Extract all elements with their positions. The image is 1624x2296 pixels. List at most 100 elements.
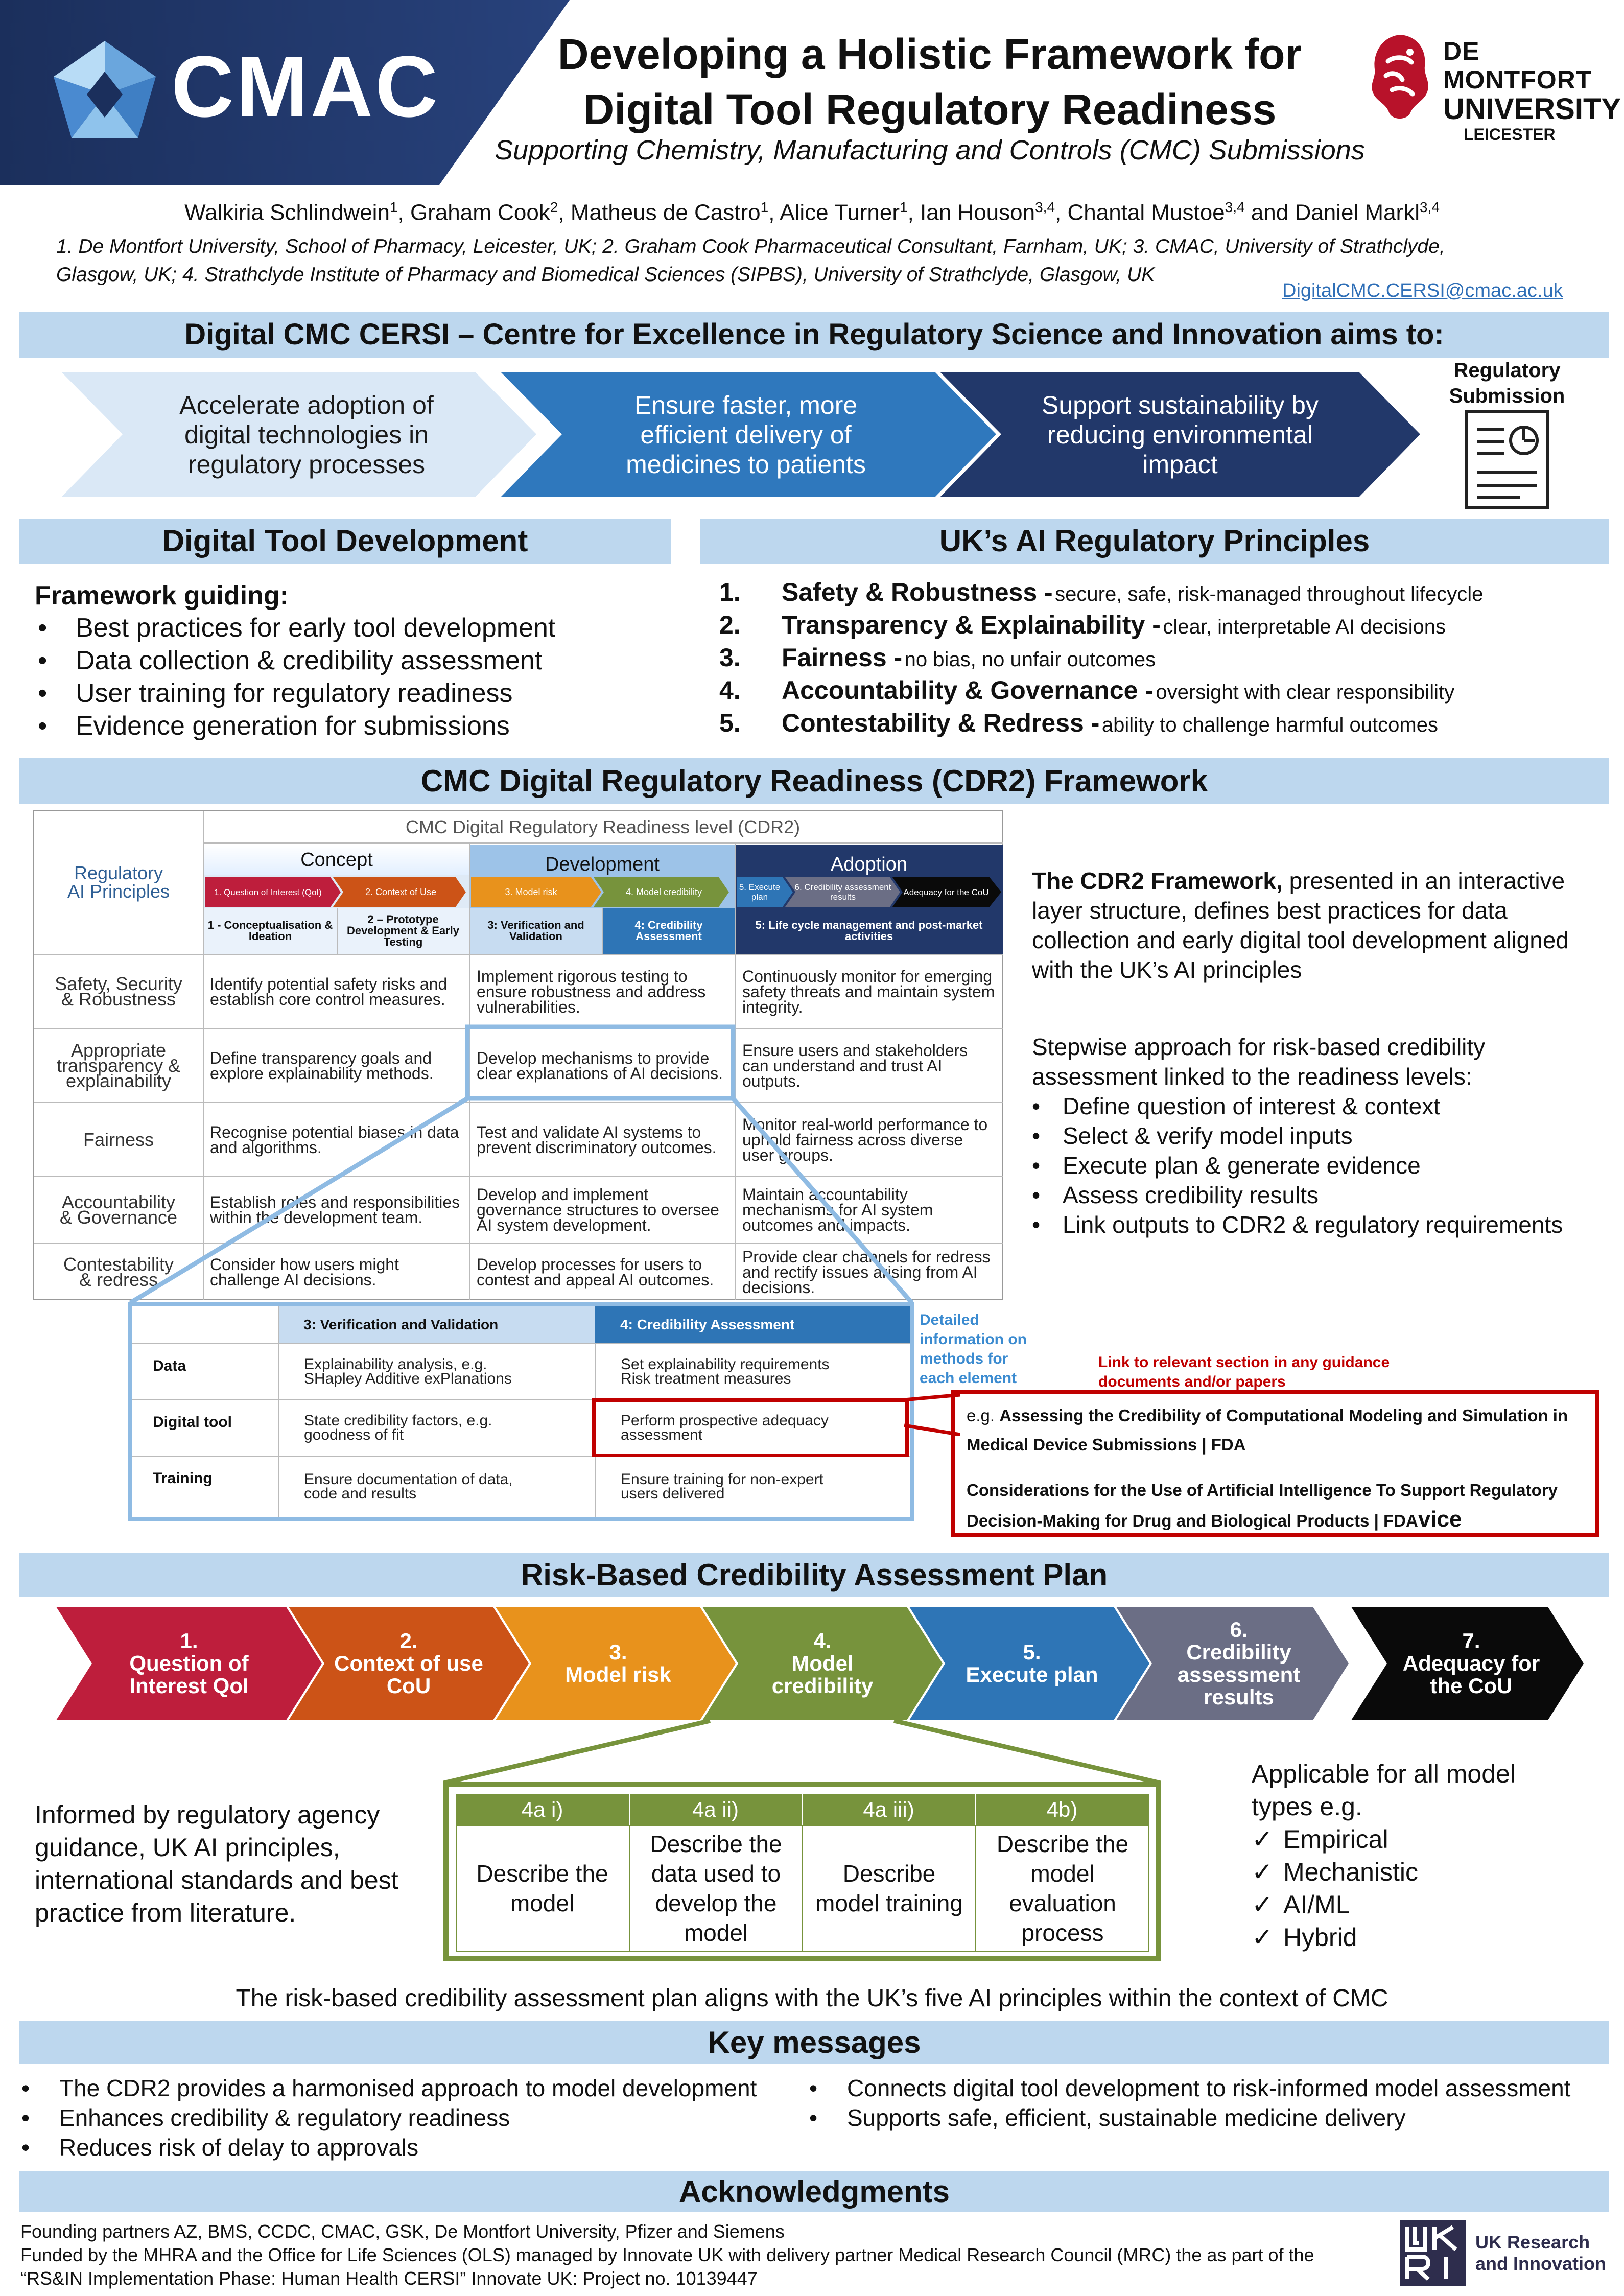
principle-title: Fairness - <box>782 643 903 672</box>
detail-header-ca: 4: Credibility Assessment <box>620 1317 795 1332</box>
title-line-1: Developing a Holistic Framework for <box>557 30 1302 78</box>
risk-step-1: 1.Question of Interest QoI <box>102 1607 276 1720</box>
divider <box>629 1825 630 1952</box>
cdr2-steps-intro: Stepwise approach for risk-based credibi… <box>1032 1034 1486 1090</box>
cell-adoption: Continuously monitor for emerging safety… <box>742 967 995 1016</box>
author-name: Ian Houson <box>920 200 1035 225</box>
sub-header-4: 4b) <box>1046 1797 1078 1821</box>
level-1: 1 - Conceptualisation & Ideation <box>204 908 337 954</box>
cdr2-table-title: CMC Digital Regulatory Readiness level (… <box>203 811 1003 844</box>
principle-desc: no bias, no unfair outcomes <box>904 648 1156 671</box>
model-type-item: ✓Empirical <box>1252 1823 1418 1856</box>
list-item: Evidence generation for submissions <box>31 710 555 742</box>
submission-label: Regulatory Submission <box>1449 359 1565 407</box>
acknowledgments-heading: Acknowledgments <box>19 2171 1609 2212</box>
author-name: Daniel Markl <box>1295 200 1420 225</box>
cell-concept: Establish roles and responsibilities wit… <box>210 1193 460 1227</box>
ack-line-3: “RS&IN Implementation Phase: Human Healt… <box>20 2268 758 2289</box>
author-name: Matheus de Castro <box>570 200 761 225</box>
ukri-line-1: UK Research <box>1475 2232 1590 2253</box>
sub-cell-4: Describe the model evaluation process <box>996 1831 1129 1946</box>
level-3: 3: Verification and Validation <box>469 908 602 954</box>
detail-header-vv: 3: Verification and Validation <box>303 1317 499 1332</box>
risk-step-2: 2.Context of use CoU <box>327 1607 490 1720</box>
list-item: •Assess credibility results <box>1032 1182 1319 1208</box>
cell-development: Develop mechanisms to provide clear expl… <box>477 1048 723 1083</box>
step-num: 3. <box>609 1640 627 1664</box>
dmu-lion-icon <box>1372 35 1428 119</box>
row-label: Safety, Security & Robustness <box>55 973 182 1010</box>
author-affiliation: 1 <box>760 199 769 215</box>
list-item-text: Define question of interest & context <box>1063 1093 1440 1119</box>
phase-concept: Concept <box>204 845 469 875</box>
model-type-item: ✓Mechanistic <box>1252 1856 1418 1888</box>
guidance-1[interactable]: e.g. Assessing the Credibility of Comput… <box>967 1401 1584 1459</box>
step-label: Model risk <box>565 1662 671 1686</box>
principle-desc: ability to challenge harmful outcomes <box>1101 714 1438 736</box>
principle-num: 3. <box>719 643 741 672</box>
page-title: Developing a Holistic Framework for Digi… <box>526 27 1333 137</box>
list-item: Enhances credibility & regulatory readin… <box>14 2103 757 2133</box>
cdr2-description-bold: The CDR2 Framework, <box>1032 868 1283 894</box>
page-subtitle: Supporting Chemistry, Manufacturing and … <box>495 135 1365 166</box>
aim-2-text: Ensure faster, more efficient delivery o… <box>626 390 866 479</box>
ukri-logo-icon <box>1400 2220 1466 2286</box>
principle-num: 4. <box>719 676 741 705</box>
risk-step-5: 5.Execute plan <box>950 1607 1114 1720</box>
acknowledgments-text: Founding partners AZ, BMS, CCDC, CMAC, G… <box>20 2220 1369 2290</box>
step-label: Model credibility <box>771 1651 874 1698</box>
author-name: Graham Cook <box>410 200 550 225</box>
guidance-2[interactable]: Considerations for the Use of Artificial… <box>967 1475 1584 1535</box>
step-num: 4. <box>813 1629 832 1653</box>
zoom-connector <box>129 1024 914 1305</box>
header-banner <box>0 0 570 185</box>
list-item: Reduces risk of delay to approvals <box>14 2133 757 2162</box>
guidance-1-title[interactable]: Assessing the Credibility of Computation… <box>967 1406 1568 1454</box>
dmu-line-1: DE MONTFORT <box>1443 37 1592 94</box>
detail-cell-vv: Explainability analysis, e.g. SHapley Ad… <box>304 1356 512 1387</box>
cell-concept: Recognise potential biases in data and a… <box>210 1122 459 1157</box>
model-types-list: ✓Empirical ✓Mechanistic ✓AI/ML ✓Hybrid <box>1252 1823 1418 1954</box>
row-label: Accountability & Governance <box>59 1191 178 1228</box>
digital-tool-lead: Framework guiding: <box>35 581 289 611</box>
step-label: Credibility assessment results <box>1177 1640 1301 1709</box>
detail-row-label: Digital tool <box>153 1414 232 1431</box>
applicable-text: Applicable for all model types e.g. <box>1252 1760 1516 1821</box>
divider <box>337 908 338 954</box>
aim-1-text: Accelerate adoption of digital technolog… <box>179 390 434 479</box>
aims-arrows <box>61 372 1420 497</box>
divider <box>203 811 204 1300</box>
level-2: 2 – Prototype Development & Early Testin… <box>337 908 469 954</box>
phase-development: Development <box>469 845 735 875</box>
cdr2-table: CMC Digital Regulatory Readiness level (… <box>33 810 1003 1300</box>
cell-development: Develop and implement governance structu… <box>477 1185 719 1234</box>
sub-cell-1: Describe the model <box>476 1860 608 1916</box>
cell-adoption: Maintain accountability mechanisms for A… <box>742 1185 933 1234</box>
list-item: •Define question of interest & context <box>1032 1093 1440 1119</box>
step-num: 6. <box>1230 1618 1248 1642</box>
principle-num: 1. <box>719 578 741 606</box>
check-icon: ✓ <box>1252 1858 1273 1886</box>
step-num: 5. <box>1023 1640 1041 1664</box>
list-item-text: Select & verify model inputs <box>1063 1122 1353 1149</box>
guidance-2-title[interactable]: Considerations for the Use of Artificial… <box>967 1481 1558 1530</box>
model-credibility-table: 4a i) 4a ii) 4a iii) 4b) Describe the mo… <box>443 1782 1161 1961</box>
author-name: Walkiria Schlindwein <box>184 200 390 225</box>
highlight-box <box>592 1398 909 1457</box>
list-item: •Execute plan & generate evidence <box>1032 1152 1421 1179</box>
alignment-statement: The risk-based credibility assessment pl… <box>236 1985 1388 2012</box>
ai-principles-heading: UK’s AI Regulatory Principles <box>700 519 1609 564</box>
divider <box>132 1456 910 1457</box>
principle-title: Accountability & Governance - <box>782 676 1154 705</box>
sub-header-3: 4a iii) <box>863 1797 914 1821</box>
guidance-2-tail: vice <box>1418 1507 1462 1532</box>
contact-email-link[interactable]: DigitalCMC.CERSI@cmac.ac.uk <box>1282 280 1563 301</box>
cell-concept: Identify potential safety risks and esta… <box>210 974 448 1009</box>
mini-step-2: 2. Context of Use <box>365 887 437 897</box>
cdr2-corner-label: Regulatory AI Principles <box>67 862 170 902</box>
sub-cell-3: Describe model training <box>815 1860 963 1916</box>
cmac-logo-icon <box>54 41 156 138</box>
cmac-logo-text: CMAC <box>171 38 440 135</box>
cell-adoption: Monitor real-world performance to uphold… <box>742 1115 988 1164</box>
detail-cell-vv: State credibility factors, e.g. goodness… <box>304 1412 492 1443</box>
